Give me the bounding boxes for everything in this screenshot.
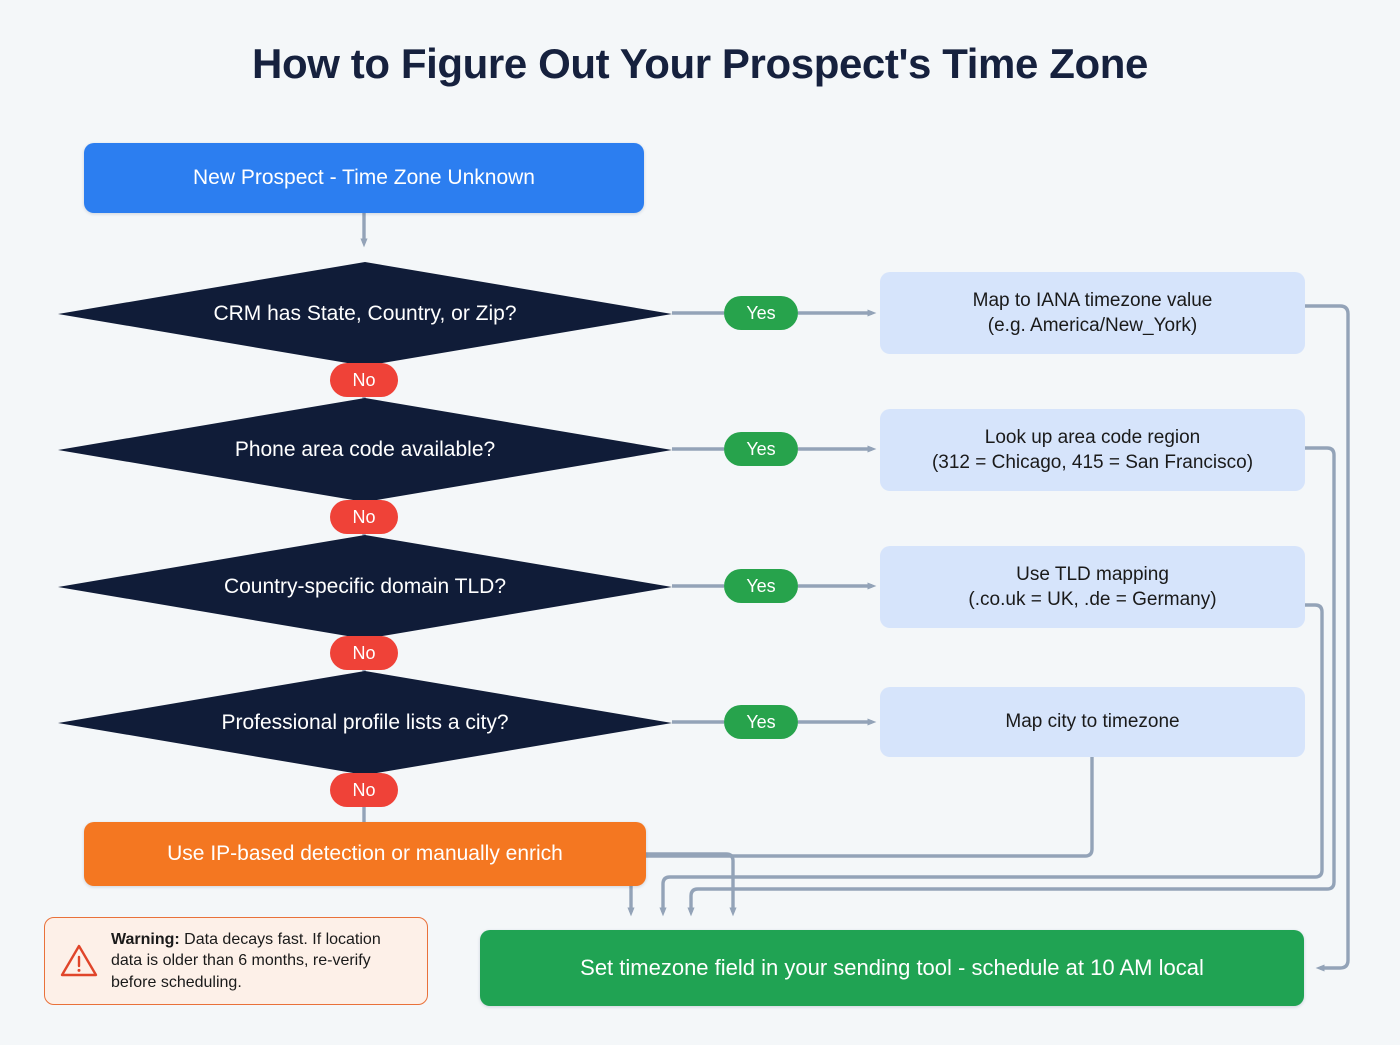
node-action-2[interactable]: Look up area code region (312 = Chicago,… — [880, 409, 1305, 491]
edge-label-no-2-text: No — [352, 506, 376, 527]
node-decision-1-label: CRM has State, Country, or Zip? — [213, 302, 517, 325]
node-action-4[interactable]: Map city to timezone — [880, 687, 1305, 757]
edge-label-no-2: No — [330, 500, 398, 534]
node-decision-1[interactable]: CRM has State, Country, or Zip? — [58, 262, 672, 366]
edge-label-no-4: No — [330, 773, 398, 807]
edge-label-yes-1-text: Yes — [746, 302, 776, 323]
node-decision-3[interactable]: Country-specific domain TLD? — [58, 535, 672, 639]
wire-a2-to-final — [687, 446, 1336, 917]
node-fallback-label: Use IP-based detection or manually enric… — [167, 842, 563, 865]
node-decision-3-label: Country-specific domain TLD? — [223, 575, 507, 598]
warning-body: Data decays fast. If location data is ol… — [111, 931, 381, 991]
edge-label-yes-3: Yes — [724, 569, 798, 603]
wire-a4-to-final — [627, 756, 1094, 917]
edge-label-yes-2: Yes — [724, 432, 798, 466]
warning-triangle-icon — [60, 944, 98, 977]
node-final-label: Set timezone field in your sending tool … — [580, 955, 1204, 980]
node-decision-4[interactable]: Professional profile lists a city? — [58, 671, 672, 775]
edge-label-yes-2-text: Yes — [746, 438, 776, 459]
edge-label-no-3-text: No — [352, 642, 376, 663]
edge-label-no-1: No — [330, 363, 398, 397]
edge-label-yes-4: Yes — [724, 705, 798, 739]
edge-label-no-4-text: No — [352, 779, 376, 800]
wire-a1-to-final — [1305, 304, 1350, 972]
node-action-3[interactable]: Use TLD mapping (.co.uk = UK, .de = Germ… — [880, 546, 1305, 628]
node-action-1-line-2: (e.g. America/New_York) — [987, 315, 1198, 336]
edge-label-yes-1: Yes — [724, 296, 798, 330]
node-start[interactable]: New Prospect - Time Zone Unknown — [84, 143, 644, 213]
edge-label-yes-4-text: Yes — [746, 711, 776, 732]
node-action-2-line-2: (312 = Chicago, 415 = San Francisco) — [931, 452, 1254, 473]
warning-text: Warning: Data decays fast. If location d… — [111, 929, 413, 993]
warning-bold-prefix: Warning: — [111, 931, 180, 949]
node-action-1-line-1: Map to IANA timezone value — [972, 289, 1213, 311]
node-decision-2-label: Phone area code available? — [234, 438, 496, 461]
wire-fallback-to-final — [646, 852, 737, 917]
node-final[interactable]: Set timezone field in your sending tool … — [480, 930, 1304, 1006]
node-decision-2[interactable]: Phone area code available? — [58, 398, 672, 502]
edge-label-no-1-text: No — [352, 369, 376, 390]
node-fallback[interactable]: Use IP-based detection or manually enric… — [84, 822, 646, 886]
node-start-label: New Prospect - Time Zone Unknown — [193, 166, 535, 189]
node-action-3-line-2: (.co.uk = UK, .de = Germany) — [968, 589, 1217, 610]
warning-callout: Warning: Data decays fast. If location d… — [44, 917, 428, 1005]
page-title: How to Figure Out Your Prospect's Time Z… — [252, 40, 1148, 87]
node-action-2-line-1: Look up area code region — [984, 426, 1201, 448]
wire-a3-to-final — [659, 603, 1324, 917]
node-decision-4-label: Professional profile lists a city? — [221, 711, 509, 734]
node-action-1[interactable]: Map to IANA timezone value (e.g. America… — [880, 272, 1305, 354]
edge-label-no-3: No — [330, 636, 398, 670]
node-action-3-line-1: Use TLD mapping — [1016, 563, 1169, 585]
edge-label-yes-3-text: Yes — [746, 575, 776, 596]
node-action-4-line-1: Map city to timezone — [1005, 711, 1180, 733]
